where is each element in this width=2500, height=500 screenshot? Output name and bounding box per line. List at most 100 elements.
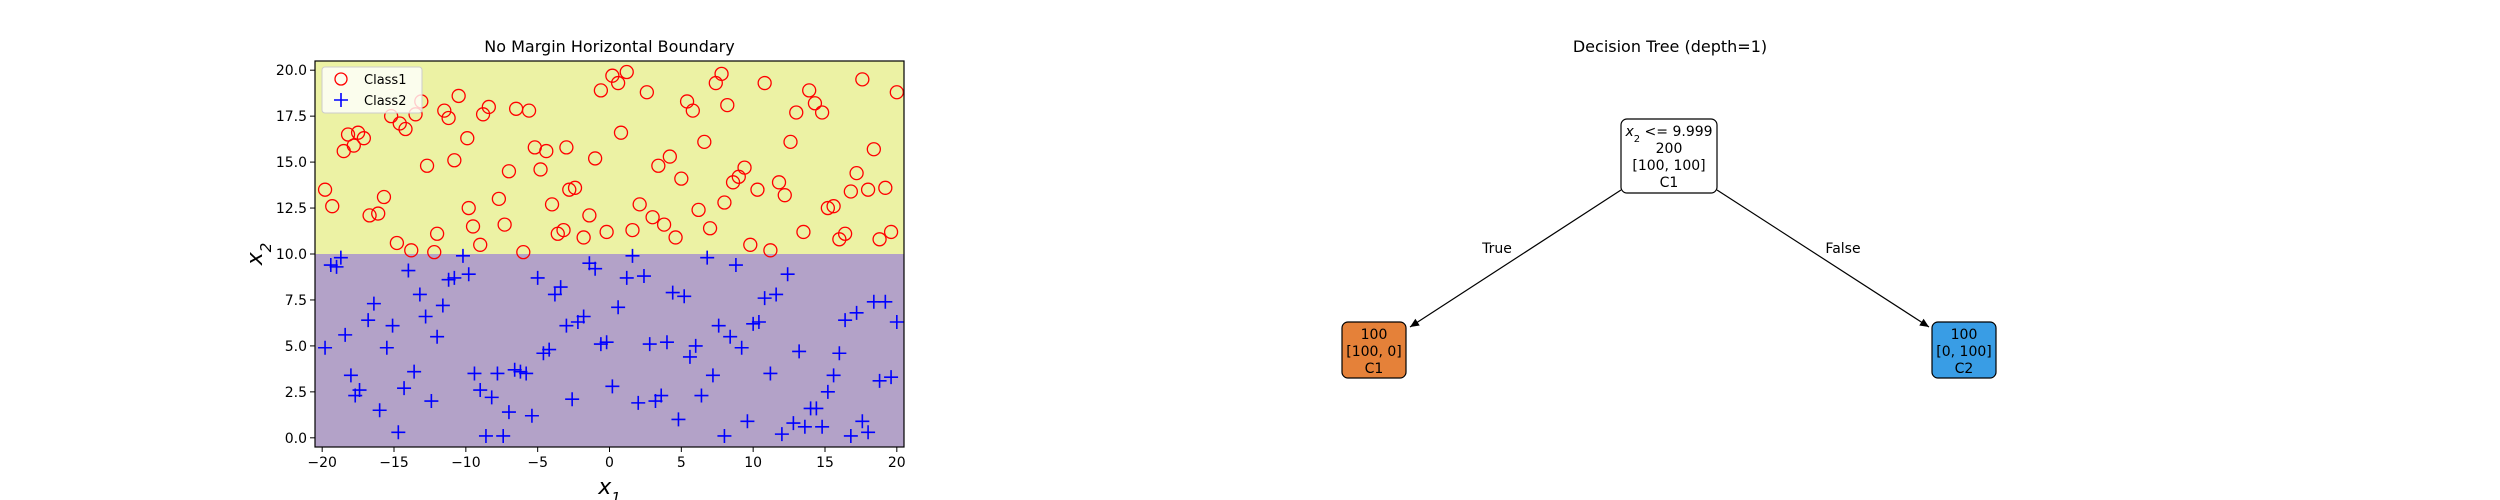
tree-node-left-samples: 100 (1361, 327, 1388, 343)
class1-point (613, 125, 629, 140)
x-axis-label: x1 (597, 475, 621, 500)
class2-point (826, 368, 841, 383)
class1-point (802, 83, 817, 98)
class2-point (318, 340, 333, 355)
class2-point (889, 315, 904, 330)
class1-point (860, 182, 876, 197)
tree-node-root-samples: 200 (1656, 141, 1683, 157)
class1-point (771, 175, 787, 190)
x-axis-label-subscript: 1 (611, 489, 621, 500)
class1-point (521, 103, 537, 118)
class1-point (656, 217, 672, 232)
legend-plus-shape (334, 93, 348, 107)
class2-point (763, 366, 778, 381)
class2-point (648, 394, 663, 409)
region-class2 (315, 254, 904, 447)
class1-point (567, 180, 583, 195)
class2-point (490, 366, 505, 381)
class2-point (659, 335, 674, 350)
class2-point (611, 300, 626, 315)
class2-point (671, 412, 686, 427)
y-axis-label: x2 (243, 243, 275, 267)
class1-point (451, 88, 466, 104)
class2-point (565, 392, 580, 407)
tree-node-root-feature-subscript: 2 (1634, 134, 1640, 145)
class2-point (769, 287, 784, 302)
tree-node-right-value: [0, 100] (1936, 344, 1991, 360)
class1-point (725, 175, 741, 190)
class1-point (872, 232, 887, 247)
class2-point (746, 316, 761, 331)
class2-point (792, 344, 807, 359)
class2-point (843, 428, 858, 443)
legend-marker-class2 (334, 93, 348, 107)
class2-point (717, 428, 732, 443)
class2-point (467, 366, 482, 381)
class2-point (751, 315, 766, 330)
class2-point (484, 390, 499, 405)
class1-series (317, 64, 904, 260)
tree-edge-label-false: False (1825, 241, 1860, 257)
class1-point (843, 184, 858, 199)
class2-point (740, 414, 755, 429)
class1-point (491, 191, 507, 207)
class1-point (610, 75, 626, 91)
class1-point (662, 149, 677, 164)
class2-point (838, 313, 853, 328)
class2-point (588, 261, 603, 276)
class2-point (329, 259, 344, 274)
class1-point (820, 200, 836, 216)
class2-series (318, 248, 904, 443)
tree-edge-true (1409, 189, 1622, 328)
class1-point (419, 158, 435, 173)
class1-point (475, 107, 491, 122)
class1-point (593, 83, 609, 98)
class2-point (333, 250, 348, 265)
class2-point (542, 342, 557, 357)
y-axis: 0.02.55.07.510.012.515.017.520.0 (276, 63, 315, 447)
tree-edge-label-true: True (1481, 241, 1512, 257)
x-tick-label: 10 (744, 455, 762, 471)
class1-point (371, 206, 386, 221)
tree-edge-true-arrowhead (1410, 318, 1420, 327)
class1-point (757, 75, 772, 91)
class2-point (461, 267, 476, 282)
class1-point (789, 105, 804, 120)
tree-node-left: 100 [100, 0] C1 (1341, 321, 1407, 379)
tree-node-left-box (1341, 321, 1407, 379)
class2-point (424, 394, 439, 409)
class2-point (809, 401, 824, 416)
tree-node-right: 100 [0, 100] C2 (1931, 321, 1997, 379)
y-axis-label-subscript: 2 (257, 243, 275, 253)
legend: Class1 Class2 (321, 66, 423, 114)
class1-point (717, 195, 732, 210)
class2-point (619, 270, 634, 285)
class1-point (441, 110, 456, 126)
class2-point (665, 285, 680, 300)
class2-point (786, 416, 801, 431)
x-tick-label: −15 (379, 455, 409, 471)
tree-node-right-box (1931, 321, 1997, 379)
class2-point (631, 395, 646, 410)
class2-point (379, 340, 394, 355)
class1-point (437, 103, 452, 118)
class1-point (796, 224, 811, 240)
class2-point (407, 364, 422, 379)
class1-point (556, 222, 571, 238)
class1-point (632, 197, 647, 212)
class2-point (513, 364, 528, 379)
legend-label-class2: Class2 (364, 94, 406, 109)
class1-point (814, 105, 830, 120)
class2-point (605, 379, 620, 394)
class1-point (562, 182, 577, 197)
class1-point (544, 197, 560, 212)
class2-point (547, 287, 562, 302)
class2-point (361, 313, 376, 328)
tree-title: Decision Tree (depth=1) (1573, 37, 1767, 56)
class1-point (720, 97, 735, 113)
class1-point (878, 180, 893, 195)
class1-point (737, 160, 752, 175)
class2-point (815, 419, 830, 434)
class2-point (654, 388, 669, 403)
